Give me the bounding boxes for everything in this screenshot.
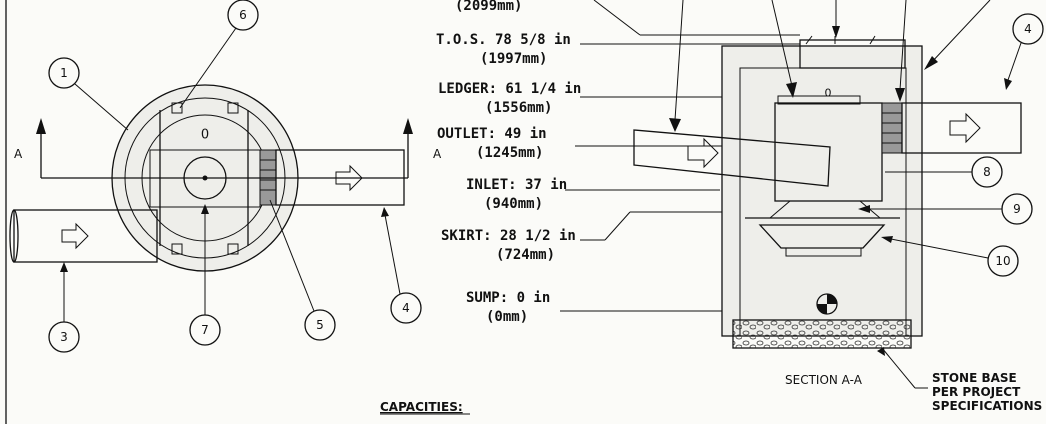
bracket-top-left [171, 102, 183, 114]
section-inlet-pipe [633, 129, 831, 187]
riser-frame [799, 39, 906, 69]
elevation-labels: (2099mm) T.O.S. 78 5/8 in (1997mm) LEDGE… [436, 0, 581, 325]
section-top-leaders [669, 0, 991, 132]
svg-text:1: 1 [60, 66, 68, 80]
bracket-bottom-left [171, 243, 183, 255]
plan-mark: 0 [201, 128, 209, 143]
svg-text:3: 3 [60, 330, 68, 344]
stone-base-line-3: SPECIFICATIONS [932, 399, 1042, 413]
stone-base-line-2: PER PROJECT [932, 385, 1021, 399]
section-mark-left: A [14, 147, 23, 161]
bracket-bottom-right [227, 243, 239, 255]
inlet-elevation-mm: (940mm) [484, 196, 543, 212]
svg-text:4: 4 [1024, 22, 1032, 36]
svg-text:7: 7 [201, 323, 209, 337]
plan-callouts: 1 6 3 7 5 4 [48, 0, 422, 353]
callout-4-section [1012, 13, 1044, 45]
deflector-cone [758, 224, 886, 249]
svg-text:9: 9 [1013, 202, 1021, 216]
sump-elevation-in: SUMP: 0 in [466, 290, 550, 306]
tank-mark: 0 [825, 87, 832, 100]
callout-1 [48, 57, 80, 89]
inlet-elevation-in: INLET: 37 in [466, 177, 567, 193]
section-outlet-screen [881, 102, 903, 154]
ledger-elevation-mm: (1556mm) [485, 100, 552, 116]
stone-base-note: STONE BASE PER PROJECT SPECIFICATIONS [877, 347, 1042, 413]
section-outlet-arrow [949, 112, 981, 144]
structure-wall [721, 45, 923, 337]
tos-elevation-mm: (1997mm) [480, 51, 547, 67]
bracket-top-right [227, 102, 239, 114]
section-view: 0 [633, 35, 1022, 349]
tos-elevation-in: T.O.S. 78 5/8 in [436, 32, 571, 48]
outlet-elevation-mm: (1245mm) [476, 145, 543, 161]
insert-ledger [777, 95, 861, 105]
outlet-flow-arrow [335, 164, 363, 192]
top-elevation-mm: (2099mm) [455, 0, 522, 14]
plan-inlet-pipe [13, 209, 158, 263]
svg-text:10: 10 [995, 254, 1010, 268]
svg-text:5: 5 [316, 318, 324, 332]
svg-text:4: 4 [402, 301, 410, 315]
section-callouts: 4 8 9 10 [858, 13, 1044, 277]
stone-base [732, 319, 912, 349]
callout-10 [987, 245, 1019, 277]
svg-text:6: 6 [239, 8, 247, 22]
capacities-heading: CAPACITIES: [380, 400, 463, 414]
plan-view: 0 A A [9, 84, 442, 272]
section-outlet-pipe [901, 102, 1022, 154]
section-title: SECTION A-A [785, 373, 863, 387]
skirt-elevation-in: SKIRT: 28 1/2 in [441, 228, 576, 244]
callout-4-plan [390, 292, 422, 324]
stone-base-line-1: STONE BASE [932, 371, 1017, 385]
section-inlet-arrow [687, 137, 719, 169]
skirt-elevation-mm: (724mm) [496, 247, 555, 263]
callout-6 [227, 0, 259, 31]
section-mark-right: A [433, 147, 442, 161]
outlet-elevation-in: OUTLET: 49 in [437, 126, 547, 142]
callout-5 [304, 309, 336, 341]
ledger-elevation-in: LEDGER: 61 1/4 in [438, 81, 581, 97]
sump-elevation-mm: (0mm) [486, 309, 528, 325]
inlet-flow-arrow [61, 222, 89, 250]
svg-text:8: 8 [983, 165, 991, 179]
